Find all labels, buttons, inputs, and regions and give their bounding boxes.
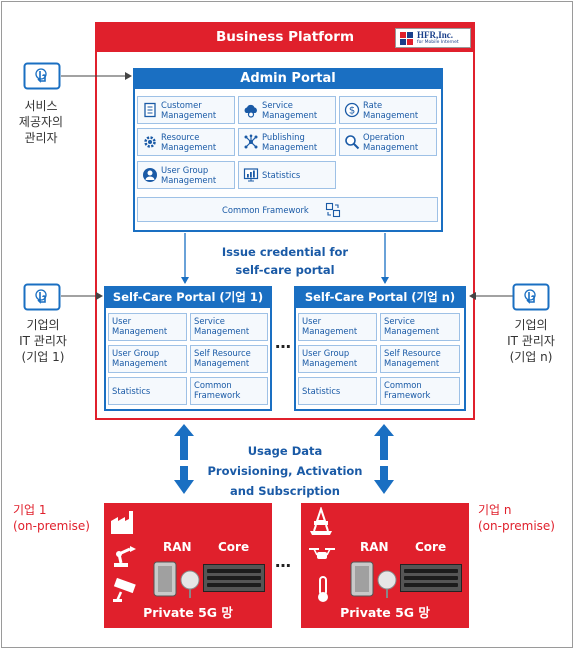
statistics-module: Statistics xyxy=(108,377,187,405)
self-care-portal-n-title: Self-Care Portal (기업 n) xyxy=(294,286,466,308)
site-n-box: RAN Core Private 5G 망 xyxy=(301,503,469,628)
admin-portal-title: Admin Portal xyxy=(133,68,443,89)
ran-equipment-icon xyxy=(350,561,397,598)
logo-subtext: for Mobile Internet xyxy=(417,40,459,45)
it-admin-1-label: 기업의 IT 관리자 (기업 1) xyxy=(8,317,78,365)
service-management-module: Service Management xyxy=(190,313,268,341)
private-5g-label: Private 5G 망 xyxy=(340,605,430,620)
tablet-touch-icon xyxy=(512,283,550,311)
common-framework-module: Common Framework xyxy=(380,377,460,405)
site-n-label: 기업 n (on-premise) xyxy=(478,502,568,534)
it-admin-n-label: 기업의 IT 관리자 (기업 n) xyxy=(496,317,566,365)
usage-text-line-2: Provisioning, Activation xyxy=(207,464,363,478)
magnifier-icon xyxy=(345,135,360,150)
module-label: User Group Management xyxy=(161,165,217,185)
oil-rig-icon xyxy=(310,507,332,535)
factory-icon xyxy=(111,511,133,534)
usage-data-text: Usage Data Provisioning, Activation and … xyxy=(195,441,375,501)
thermometer-icon xyxy=(318,576,328,602)
statistics-module: Statistics xyxy=(298,377,377,405)
core-label: Core xyxy=(415,540,447,554)
provider-admin-label: 서비스 제공자의 관리자 xyxy=(8,98,74,146)
tablet-touch-icon xyxy=(23,283,61,311)
cctv-camera-icon xyxy=(113,577,136,602)
module-label: Rate Management xyxy=(363,100,419,120)
self-resource-management-module: Self Resource Management xyxy=(380,345,460,373)
self-resource-management-module: Self Resource Management xyxy=(190,345,268,373)
publishing-management-module: Publishing Management xyxy=(238,128,336,156)
issue-credential-text: Issue credential for self-care portal xyxy=(195,243,375,279)
it-admin-n-line-2: IT 관리자 xyxy=(507,334,555,348)
service-management-module: Service Management xyxy=(380,313,460,341)
portal-ellipsis: … xyxy=(275,333,291,352)
drone-icon xyxy=(309,548,335,559)
issue-text-line-1: Issue credential for xyxy=(221,245,349,259)
common-framework-module: Common Framework xyxy=(137,197,438,222)
svg-text:$: $ xyxy=(349,106,355,117)
logo-text: HFR,Inc. xyxy=(417,30,453,40)
sync-icon xyxy=(325,202,341,218)
cloud-gear-icon xyxy=(244,104,257,118)
private-5g-label: Private 5G 망 xyxy=(143,605,233,620)
tablet-touch-icon xyxy=(23,62,61,90)
ran-label: RAN xyxy=(360,540,389,554)
it-admin-1-line-3: (기업 1) xyxy=(21,350,65,364)
core-server-rack xyxy=(400,564,462,592)
module-label: Resource Management xyxy=(161,132,217,152)
user-group-management-module: User Group Management xyxy=(298,345,377,373)
it-admin-1-line-2: IT 관리자 xyxy=(19,334,67,348)
user-icon xyxy=(143,168,157,182)
it-admin-n-line-3: (기업 n) xyxy=(509,350,553,364)
self-care-portal-1-title: Self-Care Portal (기업 1) xyxy=(104,286,272,308)
common-framework-label: Common Framework xyxy=(222,205,309,215)
site-1-label: 기업 1 (on-premise) xyxy=(13,502,103,534)
robot-arm-icon xyxy=(114,546,136,567)
module-label: Service Management xyxy=(262,100,318,120)
it-admin-1-line-1: 기업의 xyxy=(26,318,60,332)
resource-gear-icon xyxy=(144,136,156,148)
document-icon xyxy=(144,102,156,118)
hfr-logo: HFR,Inc. for Mobile Internet xyxy=(395,28,471,48)
operation-management-module: Operation Management xyxy=(339,128,437,156)
chart-monitor-icon xyxy=(243,168,259,182)
rate-management-module: $ Rate Management xyxy=(339,96,437,124)
site-1-label-line-1: 기업 1 xyxy=(13,503,47,517)
provider-label-line-3: 관리자 xyxy=(24,131,58,145)
network-icon xyxy=(244,134,258,149)
site-1-label-line-2: (on-premise) xyxy=(13,519,90,533)
module-label: Statistics xyxy=(262,170,301,180)
provider-label-line-2: 제공자의 xyxy=(18,115,64,129)
site-n-label-line-1: 기업 n xyxy=(478,503,512,517)
issue-text-line-2: self-care portal xyxy=(235,263,335,277)
provider-label-line-1: 서비스 xyxy=(24,99,58,113)
ran-label: RAN xyxy=(163,540,192,554)
ran-equipment-icon xyxy=(153,561,200,598)
common-framework-module: Common Framework xyxy=(190,377,268,405)
usage-text-line-3: and Subscription xyxy=(230,484,340,498)
site-1-box: RAN Core Private 5G 망 xyxy=(104,503,272,628)
user-group-management-module: User Group Management xyxy=(137,161,235,189)
module-label: Customer Management xyxy=(161,100,217,120)
customer-management-module: Customer Management xyxy=(137,96,235,124)
service-management-module: Service Management xyxy=(238,96,336,124)
core-server-rack xyxy=(203,564,265,592)
it-admin-n-line-1: 기업의 xyxy=(514,318,548,332)
site-n-label-line-2: (on-premise) xyxy=(478,519,555,533)
user-group-management-module: User Group Management xyxy=(108,345,187,373)
resource-management-module: Resource Management xyxy=(137,128,235,156)
statistics-module: Statistics xyxy=(238,161,336,189)
module-label: Publishing Management xyxy=(262,132,318,152)
user-management-module: User Management xyxy=(298,313,377,341)
module-label: Operation Management xyxy=(363,132,419,152)
site-ellipsis: … xyxy=(275,552,291,571)
user-management-module: User Management xyxy=(108,313,187,341)
dollar-icon: $ xyxy=(344,102,360,118)
core-label: Core xyxy=(218,540,250,554)
usage-text-line-1: Usage Data xyxy=(247,444,323,458)
